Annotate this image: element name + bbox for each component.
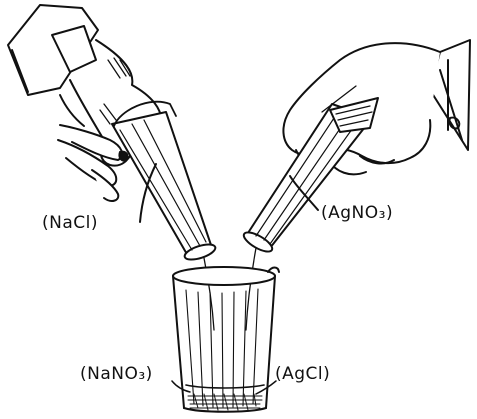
liquid-surface xyxy=(186,385,264,388)
stream-right xyxy=(246,248,256,330)
nacl-label: (NaCl) xyxy=(42,213,98,233)
agno3-label: (AgNO₃) xyxy=(321,203,393,223)
nano3-label: (NaNO₃) xyxy=(80,364,153,384)
precipitate xyxy=(188,394,262,410)
left-hand xyxy=(8,5,161,201)
agcl-label: (AgCl) xyxy=(275,364,330,384)
left-test-tube xyxy=(112,102,217,263)
precipitate-pointer xyxy=(256,381,276,394)
